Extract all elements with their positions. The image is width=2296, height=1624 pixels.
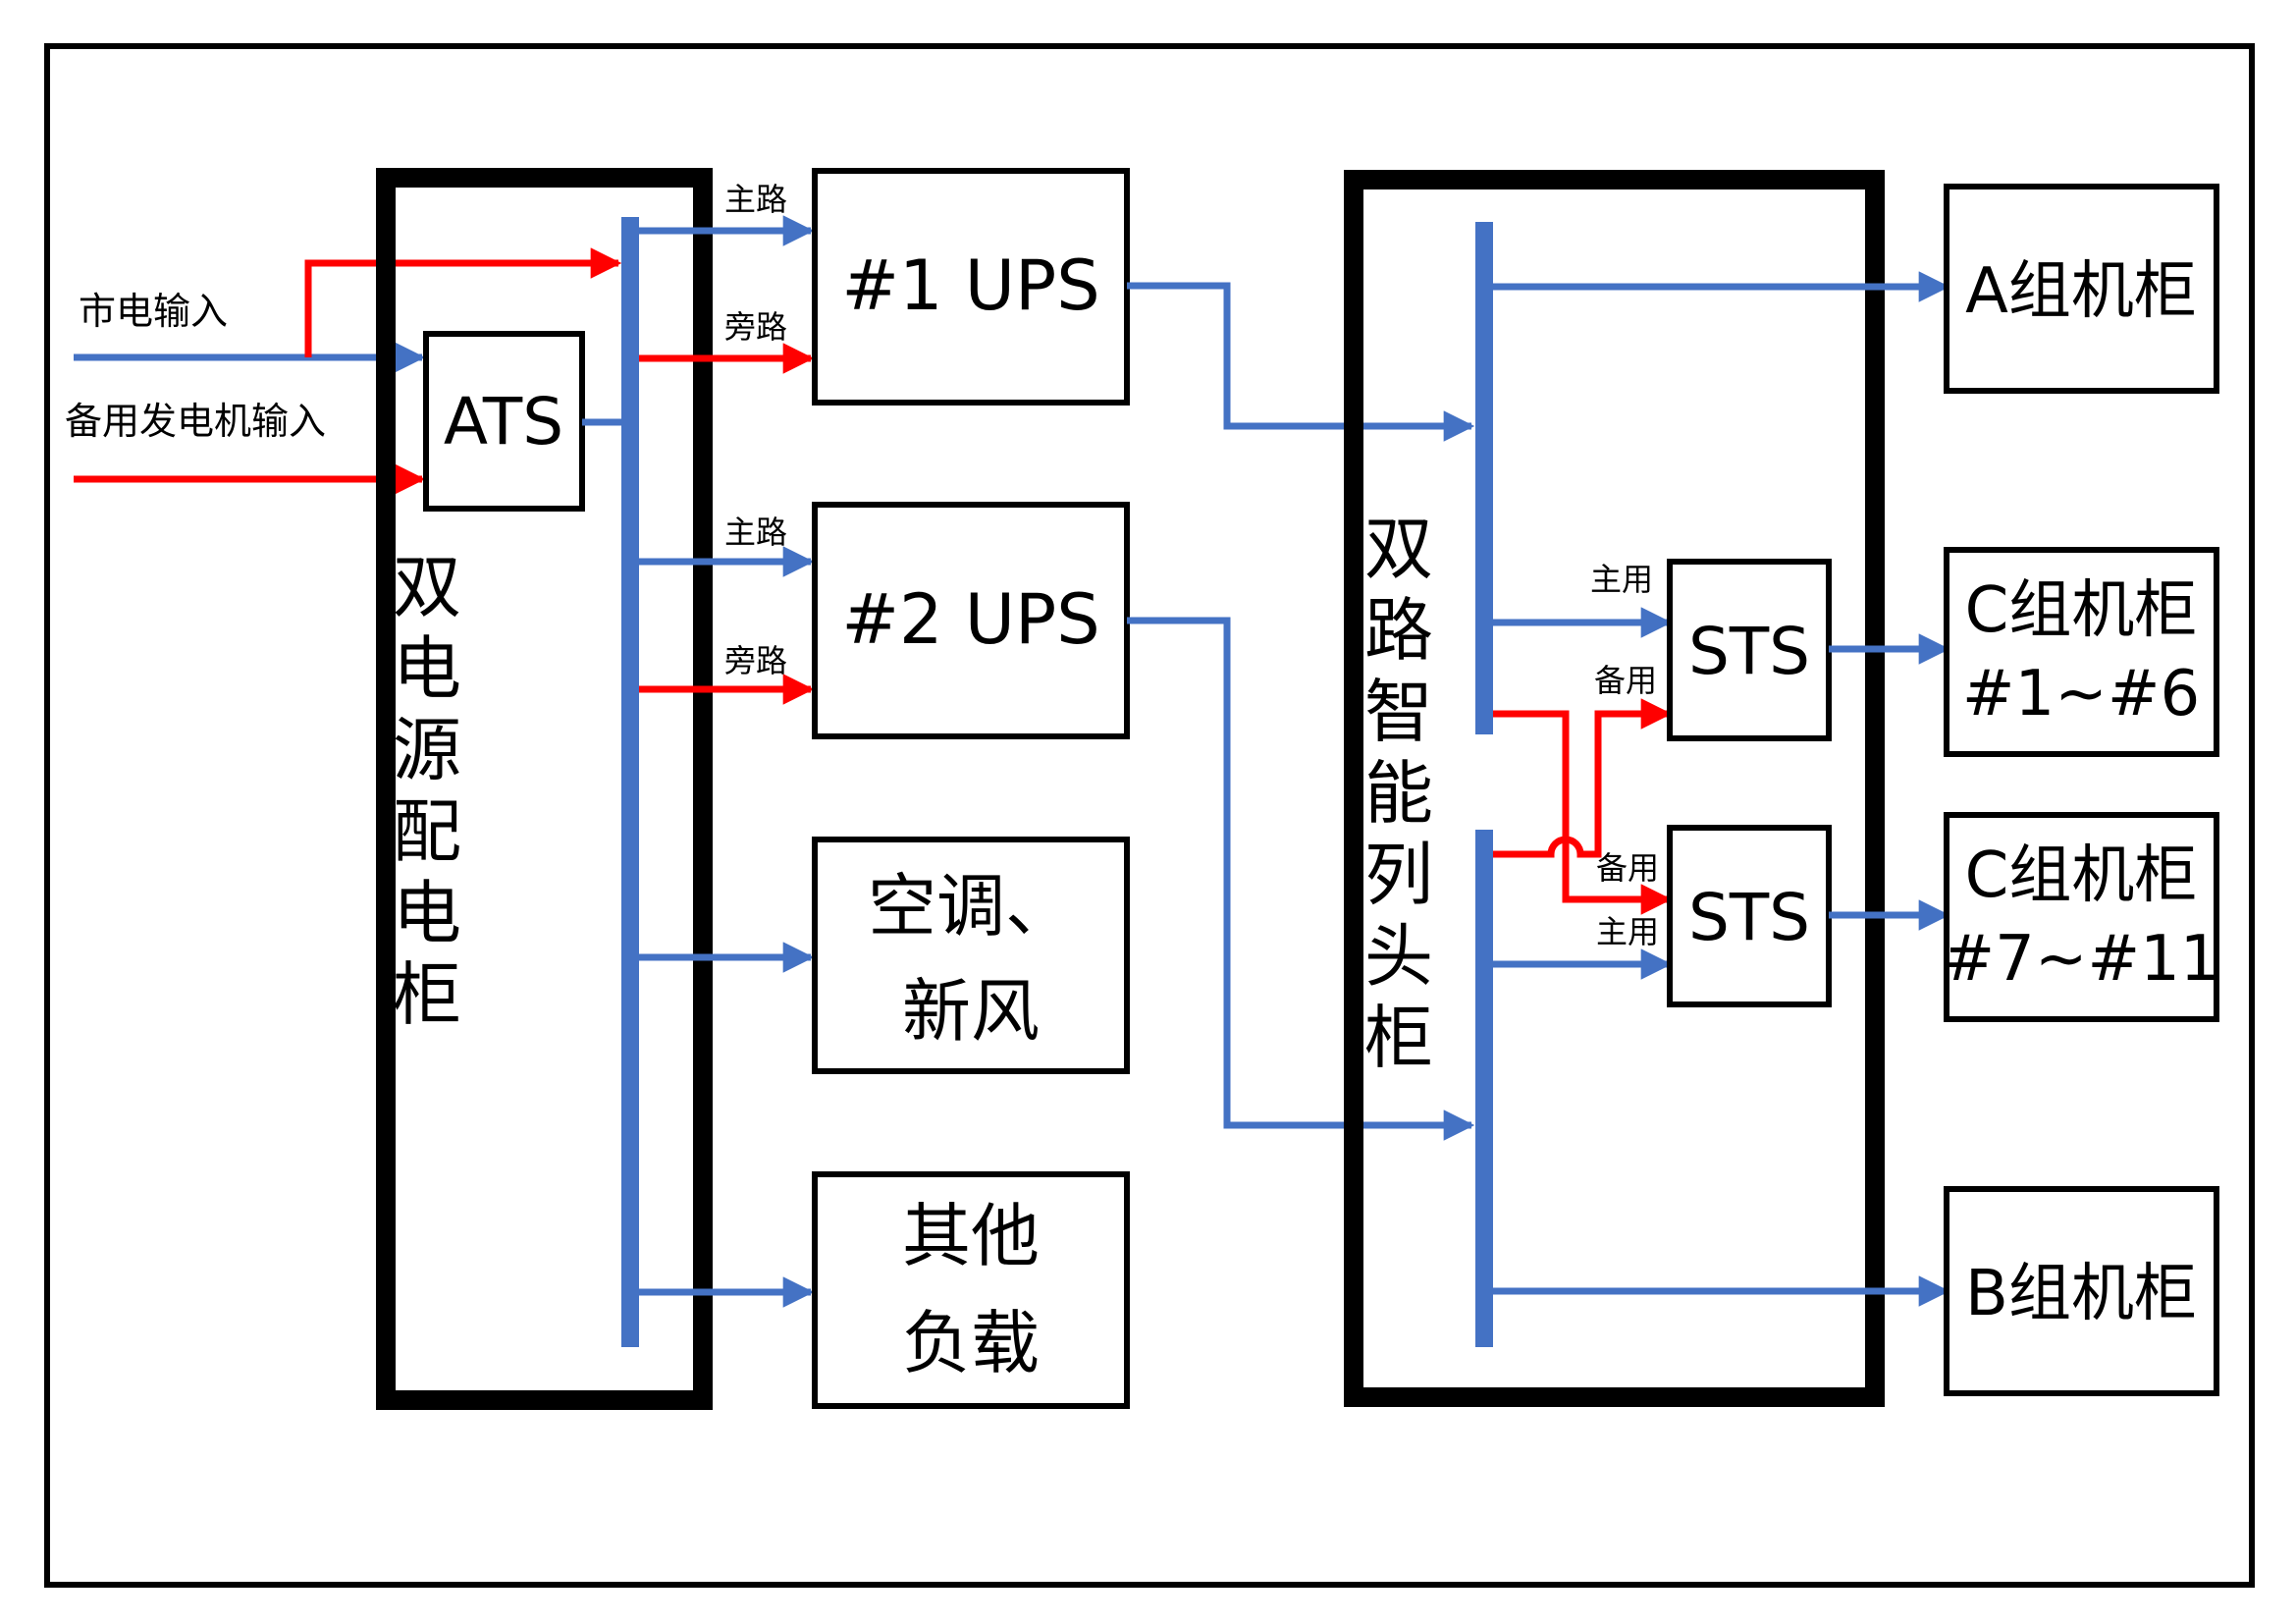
- dual-rpp-title-char: 头: [1364, 916, 1433, 997]
- dual-rpp-title-char: 双: [1364, 509, 1433, 589]
- group-c1-rack-label-line1: C组机柜: [1965, 574, 2198, 647]
- hvac-label-line1: 空调、: [868, 866, 1074, 947]
- sts2-backup-line: [1493, 710, 1673, 915]
- dual-power-cabinet-title-char: 柜: [393, 954, 461, 1035]
- mains-input-label: 市电输入: [79, 290, 228, 333]
- hvac-label-line2: 新风: [902, 971, 1040, 1052]
- sts2-primary-label: 主用: [1596, 913, 1659, 950]
- dual-rpp-title-char: 智: [1364, 672, 1433, 752]
- mains-bypass-line: [304, 247, 622, 357]
- sts1-backup-label: 备用: [1594, 662, 1657, 699]
- ups1-label: #1 UPS: [841, 245, 1099, 326]
- dual-power-cabinet-title-char: 电: [393, 873, 461, 953]
- dual-power-cabinet: [376, 168, 713, 1410]
- ups1-bypass-label: 旁路: [724, 308, 787, 346]
- ups1-main-label: 主路: [724, 181, 787, 218]
- dual-power-cabinet-title-char: 配: [393, 791, 461, 872]
- sts2-label: STS: [1688, 880, 1810, 955]
- outer-frame: [44, 43, 2255, 1588]
- sts1-label: STS: [1688, 614, 1810, 689]
- other-load-label-line1: 其他: [902, 1196, 1040, 1276]
- ats-label: ATS: [444, 384, 563, 460]
- dual-power-cabinet-title-char: 双: [393, 547, 461, 627]
- sts1-backup-line: [1493, 698, 1673, 858]
- group-b-rack-label: B组机柜: [1965, 1258, 2197, 1330]
- dual-power-cabinet-title: 双 电 源 配 电 柜: [393, 547, 461, 1035]
- other-load-box: [812, 1171, 1130, 1409]
- group-c1-rack-label-line2: #1~#6: [1962, 658, 2200, 731]
- group-c1-rack-box: [1944, 547, 2219, 757]
- group-b-rack-box: [1944, 1186, 2219, 1396]
- dual-rpp-title-char: 路: [1364, 590, 1433, 671]
- dual-rpp-title-char: 列: [1364, 835, 1433, 915]
- group-a-rack-box: [1944, 184, 2219, 394]
- sts2-box: [1667, 825, 1832, 1007]
- ats-box: [423, 331, 585, 512]
- group-c2-rack-box: [1944, 812, 2219, 1022]
- ups2-main-label: 主路: [724, 514, 787, 551]
- other-load-label-line2: 负载: [902, 1303, 1040, 1383]
- ups2-bypass-label: 旁路: [724, 642, 787, 679]
- group-c2-rack-label-line2: #7~#11: [1942, 923, 2219, 996]
- ups2-label: #2 UPS: [841, 579, 1099, 660]
- group-c2-rack-label-line1: C组机柜: [1965, 839, 2198, 912]
- ups2-box: [812, 502, 1130, 739]
- sts1-box: [1667, 559, 1832, 741]
- dual-rpp-title: 双 路 智 能 列 头 柜: [1364, 509, 1433, 1078]
- dual-rpp-title-char: 柜: [1364, 998, 1433, 1078]
- hvac-box: [812, 837, 1130, 1074]
- generator-input-label: 备用发电机输入: [65, 400, 326, 443]
- dual-rpp-cabinet: [1344, 170, 1885, 1407]
- dual-power-cabinet-title-char: 源: [393, 710, 461, 790]
- dual-rpp-title-char: 能: [1364, 753, 1433, 834]
- ups1-output-line: [1127, 282, 1475, 442]
- sts2-backup-label: 备用: [1596, 849, 1659, 887]
- dual-power-cabinet-title-char: 电: [393, 628, 461, 709]
- group-a-rack-label: A组机柜: [1965, 255, 2197, 328]
- sts1-primary-label: 主用: [1590, 561, 1653, 598]
